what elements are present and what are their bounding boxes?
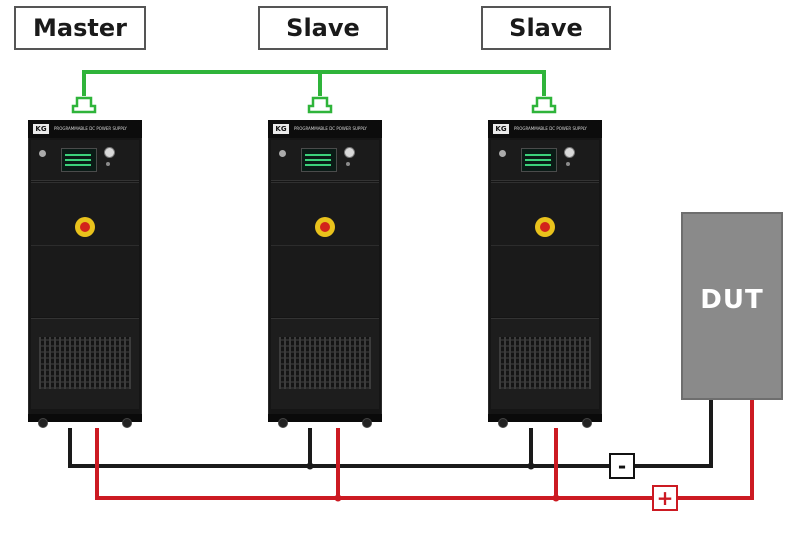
power-supply-cabinet-master: KG PROGRAMMABLE DC POWER SUPPLY	[28, 120, 142, 428]
positive-bus	[95, 400, 754, 500]
model-text: PROGRAMMABLE DC POWER SUPPLY	[514, 126, 587, 131]
cabinet-door	[491, 182, 599, 317]
display-screen	[521, 148, 557, 172]
brand-logo: KG	[33, 124, 49, 134]
control-knob	[344, 147, 355, 158]
vent-panel	[271, 318, 379, 409]
communication-connector-icon	[71, 96, 557, 114]
power-supply-cabinet-slave-1: KG PROGRAMMABLE DC POWER SUPPLY	[268, 120, 382, 428]
brand-logo: KG	[493, 124, 509, 134]
master-label: Master	[14, 6, 146, 50]
emergency-stop-button	[320, 222, 330, 232]
wheel	[122, 418, 132, 428]
wheel	[498, 418, 508, 428]
dut-label: DUT	[700, 285, 764, 315]
cabinet-header: KG PROGRAMMABLE DC POWER SUPPLY	[28, 120, 142, 138]
negative-polarity-marker: -	[609, 453, 635, 479]
vent-panel	[491, 318, 599, 409]
wheel	[362, 418, 372, 428]
wheel	[278, 418, 288, 428]
indicator-dot	[106, 162, 110, 166]
control-panel	[491, 140, 599, 181]
cabinet-door	[271, 182, 379, 317]
cabinet-header: KG PROGRAMMABLE DC POWER SUPPLY	[488, 120, 602, 138]
power-button	[499, 150, 506, 157]
model-text: PROGRAMMABLE DC POWER SUPPLY	[54, 126, 127, 131]
emergency-stop-button	[540, 222, 550, 232]
control-panel	[271, 140, 379, 181]
communication-bus	[82, 70, 546, 96]
cabinet-door	[31, 182, 139, 317]
negative-bus	[68, 400, 713, 468]
display-screen	[301, 148, 337, 172]
indicator-dot	[346, 162, 350, 166]
vent-panel	[31, 318, 139, 409]
brand-logo: KG	[273, 124, 289, 134]
wheel	[582, 418, 592, 428]
slave-label-2: Slave	[481, 6, 611, 50]
display-screen	[61, 148, 97, 172]
slave-label-1: Slave	[258, 6, 388, 50]
control-panel	[31, 140, 139, 181]
wheel	[38, 418, 48, 428]
model-text: PROGRAMMABLE DC POWER SUPPLY	[294, 126, 367, 131]
power-button	[279, 150, 286, 157]
dut-box: DUT	[681, 212, 783, 400]
cabinet-header: KG PROGRAMMABLE DC POWER SUPPLY	[268, 120, 382, 138]
emergency-stop-button	[80, 222, 90, 232]
power-supply-cabinet-slave-2: KG PROGRAMMABLE DC POWER SUPPLY	[488, 120, 602, 428]
power-button	[39, 150, 46, 157]
junction-dots	[306, 462, 560, 502]
indicator-dot	[566, 162, 570, 166]
positive-polarity-marker: +	[652, 485, 678, 511]
control-knob	[564, 147, 575, 158]
control-knob	[104, 147, 115, 158]
